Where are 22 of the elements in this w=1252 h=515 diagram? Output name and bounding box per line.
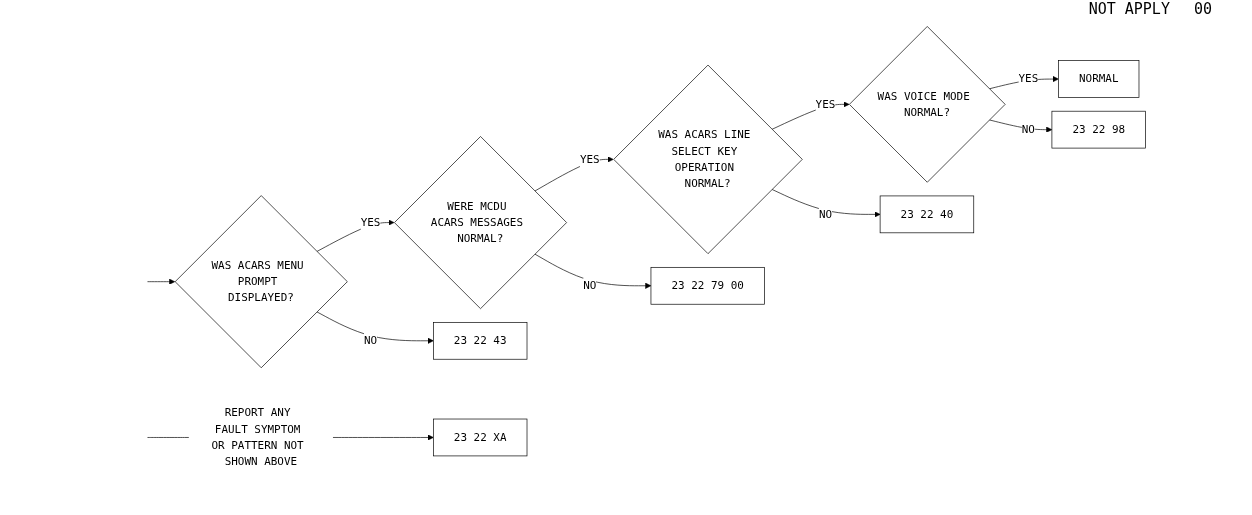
column-header: NOT APPLY [1088,0,1170,18]
node-diamond: WAS VOICE MODE NORMAL? [849,25,1006,183]
node-diamond: WAS ACARS LINE SELECT KEY OPERATION NORMAL? [613,64,803,254]
node-box: 23 22 XA [433,418,528,456]
node-box: 23 22 79 00 [650,266,765,305]
connector [147,436,190,438]
node-box: 23 22 43 [433,321,528,360]
edge-label: NO [818,207,833,221]
edge-label: YES [360,215,381,229]
column-header: 00 [1193,0,1212,18]
edge-label: NO [583,278,597,292]
node-diamond: WAS ACARS MENU PROMPT DISPLAYED? [174,194,348,368]
edge-label: YES [1018,71,1039,85]
node-text: REPORT ANY FAULT SYMPTOM OR PATTERN NOT SHOWN ABOVE [211,405,304,468]
edge-label: YES [815,97,836,111]
edge-label: YES [579,152,600,166]
edge-label: NO [1021,122,1035,136]
node-box: 23 22 40 [879,195,975,233]
edge-label: NO [363,333,378,347]
node-diamond: WERE MCDU ACARS MESSAGES NORMAL? [394,135,567,309]
node-box: 23 22 98 [1051,110,1146,148]
node-box: NORMAL [1058,59,1140,98]
